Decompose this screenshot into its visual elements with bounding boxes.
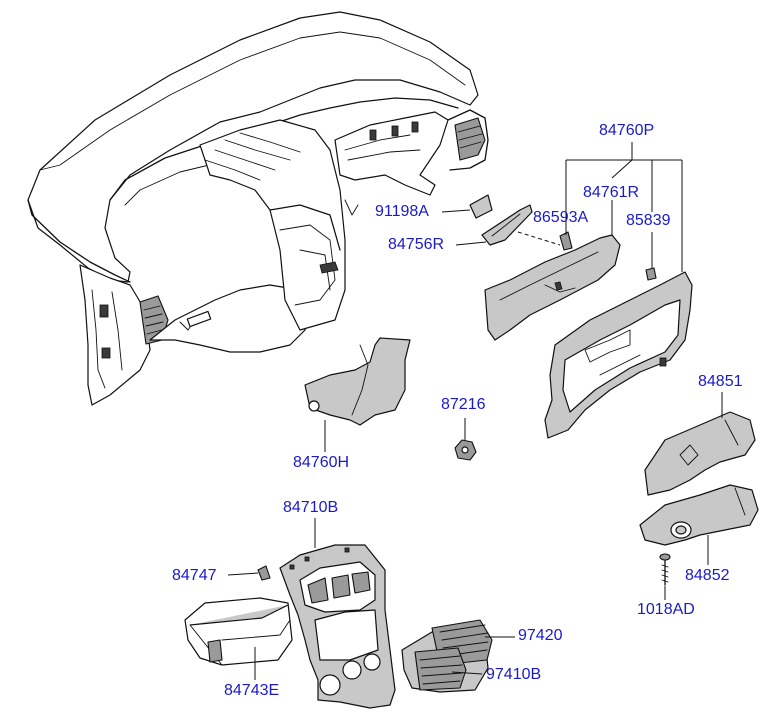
air-vents [401, 619, 493, 693]
part-label-91198a[interactable]: 91198A [375, 203, 429, 220]
part-label-84710b[interactable]: 84710B [283, 499, 339, 516]
part-label-85839[interactable]: 85839 [626, 212, 671, 229]
column-lower-cover-84852 [639, 484, 759, 546]
part-label-84747[interactable]: 84747 [172, 567, 217, 584]
part-label-87216[interactable]: 87216 [441, 396, 486, 413]
leader-lines [227, 142, 723, 680]
side-cover-84760h [304, 337, 411, 426]
crash-pad-assembly [27, 11, 489, 406]
part-label-84743e[interactable]: 84743E [224, 682, 280, 699]
glove-box-assembly [484, 231, 693, 439]
clip-84747 [257, 565, 271, 581]
part-label-84756r[interactable]: 84756R [388, 236, 445, 253]
pad-91198a [469, 194, 493, 219]
part-label-86593a[interactable]: 86593A [533, 209, 589, 226]
part-label-84761r[interactable]: 84761R [583, 184, 640, 201]
part-label-84760p[interactable]: 84760P [599, 122, 655, 139]
part-label-84852[interactable]: 84852 [685, 567, 730, 584]
part-label-97420[interactable]: 97420 [518, 627, 563, 644]
part-label-97410b[interactable]: 97410B [486, 666, 542, 683]
column-upper-cover-84851 [644, 411, 756, 496]
part-label-84851[interactable]: 84851 [698, 373, 743, 390]
part-label-84760h[interactable]: 84760H [293, 454, 350, 471]
part-label-1018ad[interactable]: 1018AD [637, 601, 695, 618]
tray-84743e [184, 597, 293, 666]
nut-87216 [454, 439, 477, 461]
lower-cover-84756r [481, 204, 533, 246]
screw-1018ad [659, 553, 671, 586]
center-fascia-84710b [279, 544, 396, 709]
